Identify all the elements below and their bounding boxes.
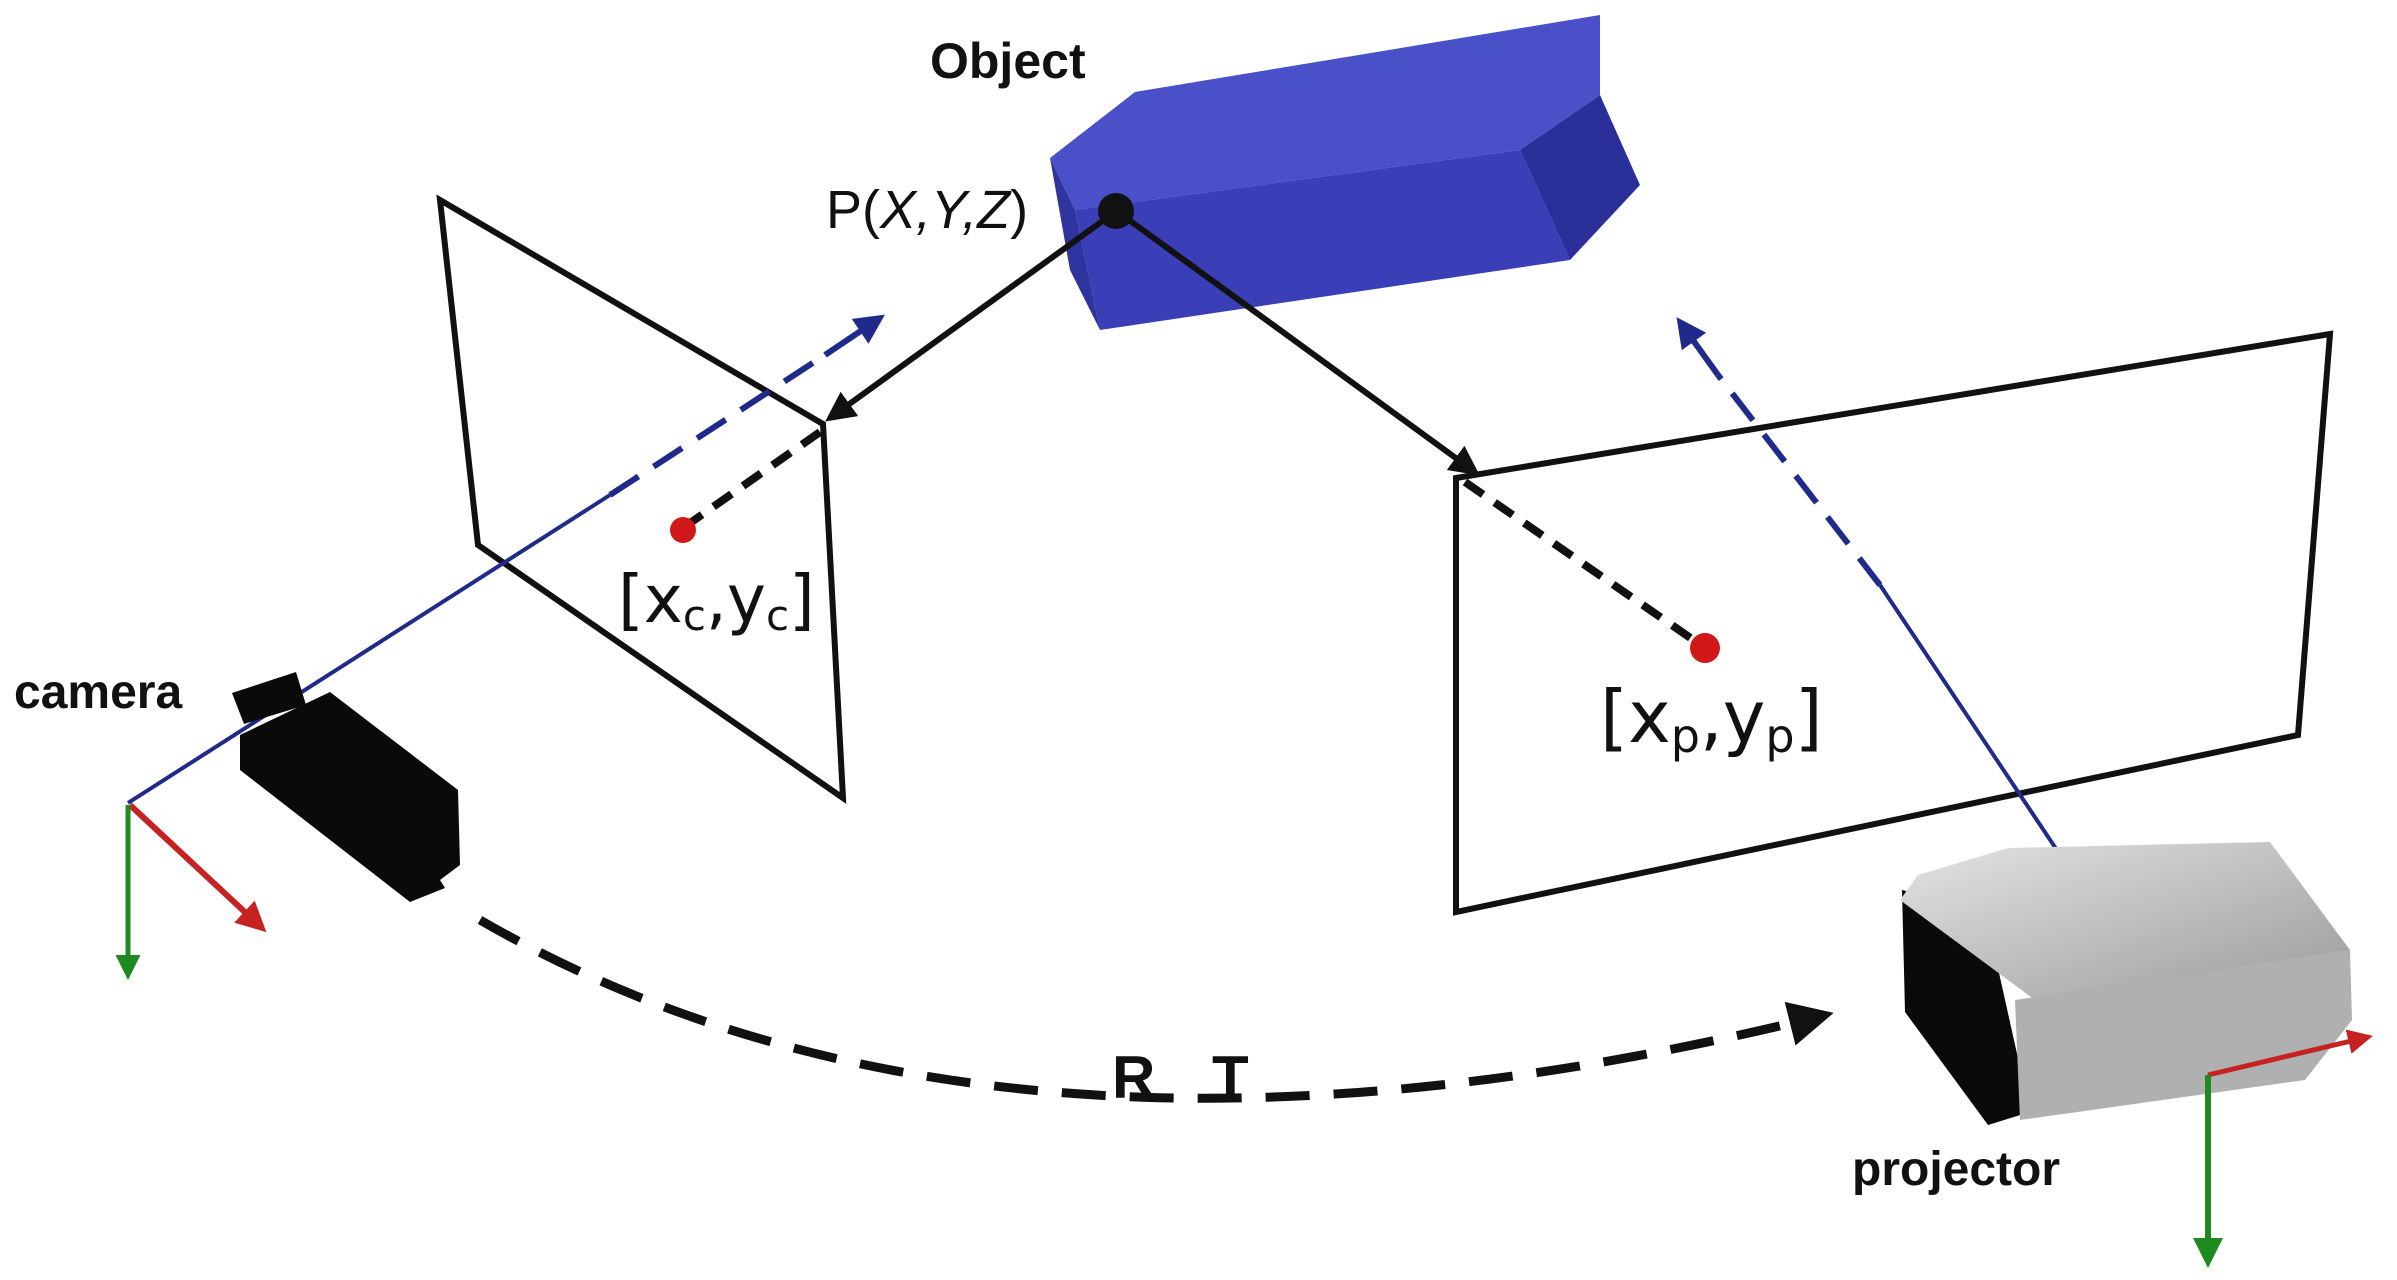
- camera-image-point: [670, 517, 696, 543]
- camera-optical-axis-dashed: [608, 352, 827, 498]
- camera-box: [240, 692, 460, 902]
- camera-ray-dashed: [680, 428, 823, 532]
- projector-front-face: [2015, 950, 2352, 1120]
- object-top-face: [1050, 15, 1600, 210]
- projector-label: projector: [1852, 1143, 2060, 1196]
- object-front-face: [1075, 150, 1570, 330]
- point-p-label: P(X,Y,Z): [826, 180, 1028, 240]
- camera-lens-bracket: [232, 672, 306, 724]
- projector-image-point: [1690, 633, 1720, 663]
- point-p-marker: [1098, 193, 1134, 229]
- projector-dark-face: [1902, 890, 2030, 1125]
- projector-body: [1900, 842, 2352, 1125]
- projector-top-face: [1900, 842, 2350, 1000]
- projector-image-plane: [1453, 330, 2334, 916]
- object-label: Object: [930, 33, 1086, 89]
- object-box: [1050, 15, 1640, 330]
- rotation-label: R: [1112, 1044, 1155, 1111]
- translation-label: T: [1212, 1044, 1249, 1111]
- ray-to-projector-plane: [1116, 209, 1480, 476]
- camera-body: [232, 672, 460, 902]
- camera-optical-axis-arrow: [823, 314, 885, 358]
- camera-image-plane: [436, 194, 847, 804]
- projector-ray-dashed: [1462, 478, 1708, 652]
- projector-optical-axis-arrow: [1676, 317, 1721, 377]
- projector-optical-axis-dashed: [1715, 373, 1883, 587]
- camera-label: camera: [14, 666, 182, 719]
- rotation-translation-arc: [477, 916, 1834, 1103]
- object-side-face: [1520, 95, 1640, 260]
- ray-to-camera-plane: [825, 209, 1117, 422]
- camera-axis-x: [127, 802, 267, 933]
- camera-optical-axis: [126, 493, 612, 805]
- projector-point-label: [xp,yp]: [1600, 675, 1823, 763]
- projector-axis-x: [2207, 1029, 2373, 1078]
- camera-point-label: [xc,yc]: [618, 561, 815, 640]
